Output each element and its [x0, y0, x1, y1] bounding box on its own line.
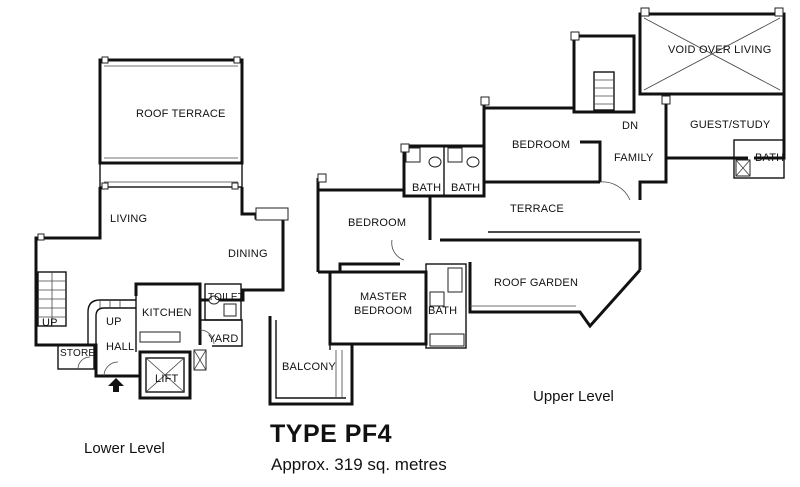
- room-label-guest-study: GUEST/STUDY: [690, 119, 771, 131]
- upper-level-caption: Upper Level: [533, 388, 614, 405]
- room-label-bath-left: BATH: [412, 182, 441, 194]
- room-label-bath-guest: BATH: [755, 152, 784, 164]
- room-label-yard: YARD: [208, 333, 239, 345]
- upper-level-plan: [268, 7, 786, 406]
- room-label-dining: DINING: [228, 248, 268, 260]
- room-label-bedroom-left: BEDROOM: [348, 217, 406, 229]
- plan-type-title: TYPE PF4: [270, 420, 393, 448]
- room-label-up-hall: UP: [106, 316, 122, 328]
- room-label-master-bedroom: BEDROOM: [354, 305, 412, 317]
- room-label-dn: DN: [622, 120, 638, 132]
- room-label-bath-right: BATH: [451, 182, 480, 194]
- room-label-toilet: TOILET: [208, 292, 244, 303]
- lower-level-caption: Lower Level: [84, 440, 165, 457]
- room-label-bath-master: BATH: [428, 305, 457, 317]
- room-label-master: MASTER: [360, 291, 407, 303]
- room-label-lift: LIFT: [155, 373, 178, 385]
- plan-area: Approx. 319 sq. metres: [271, 455, 447, 474]
- room-label-family: FAMILY: [614, 152, 654, 164]
- room-label-void-over-living: VOID OVER LIVING: [668, 44, 771, 56]
- room-label-terrace: TERRACE: [510, 203, 564, 215]
- room-label-roof-garden: ROOF GARDEN: [494, 277, 578, 289]
- room-label-roof-terrace: ROOF TERRACE: [136, 108, 226, 120]
- room-label-store: STORE: [60, 348, 95, 359]
- room-label-balcony: BALCONY: [282, 361, 336, 373]
- room-label-kitchen: KITCHEN: [142, 307, 192, 319]
- room-label-living: LIVING: [110, 213, 147, 225]
- lower-level-plan: [34, 56, 289, 400]
- room-label-up-stair: UP: [42, 317, 58, 329]
- room-label-hall: HALL: [106, 341, 134, 353]
- room-label-bedroom-upper: BEDROOM: [512, 139, 570, 151]
